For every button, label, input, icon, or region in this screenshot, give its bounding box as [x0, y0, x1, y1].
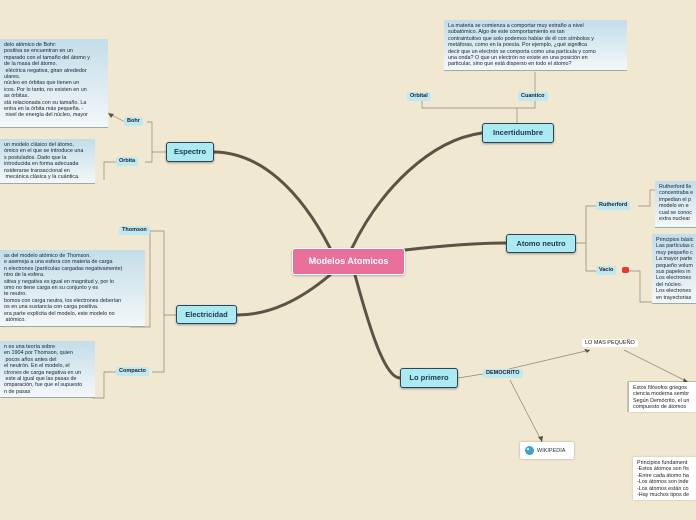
- connector-orbita: [145, 152, 153, 163]
- subtopic-rutherford[interactable]: Rutherford: [596, 201, 631, 210]
- arrowhead-lo-mas-pequeno: [584, 349, 590, 353]
- subtopic-cuantico[interactable]: Cuantico: [518, 92, 548, 101]
- connector-rutherford: [576, 205, 598, 244]
- connector-lo-mas-pequeno: [504, 349, 591, 371]
- subtopic-bohr[interactable]: Bohr: [124, 117, 143, 126]
- connector-thomson: [150, 230, 176, 316]
- subtopic-thomson[interactable]: Thomson: [119, 226, 150, 235]
- note-compacto: n es una teoría sobre en 1904 por Thomso…: [0, 341, 95, 398]
- label-lo-mas-pequeno[interactable]: LO MAS PEQUEÑO: [582, 339, 638, 347]
- connector-wikipedia: [509, 379, 543, 443]
- connector-rutherford-note: [638, 189, 656, 207]
- note-bohr: delo atómico de Bohr: positiva se encuen…: [0, 39, 108, 128]
- flag-icon: [622, 267, 629, 273]
- arrowhead-filosofos: [683, 378, 688, 383]
- connector-vacio-note: [628, 270, 652, 303]
- branch-electricidad[interactable]: Electricidad: [176, 305, 237, 324]
- wikipedia-globe-icon: [525, 446, 534, 455]
- branch-lo-primero[interactable]: Lo primero: [400, 368, 458, 388]
- branch-incertidumbre[interactable]: Incertidumbre: [482, 123, 554, 143]
- note-vacio: Principios básic Las partículas c muy pe…: [652, 234, 696, 304]
- arrowhead-wikipedia: [538, 436, 543, 442]
- connector-orbital: [421, 101, 518, 123]
- connector-compacto-note: [92, 371, 118, 399]
- wikipedia-label: WIKIPEDIA: [537, 447, 566, 454]
- branch-espectro[interactable]: Espectro: [166, 142, 214, 162]
- note-filosofos: Estos filósofos griegos ciencia moderna …: [629, 382, 696, 412]
- branch-atomo-neutro[interactable]: Atomo neutro: [506, 234, 576, 253]
- connector-orbita-note: [103, 161, 116, 180]
- connector-incertidumbre: [350, 131, 484, 250]
- subtopic-compacto[interactable]: Compacto: [116, 367, 149, 376]
- note-orbita: un modelo clásico del átomo, ómico en el…: [0, 139, 95, 184]
- note-cuantico: La materia se comienza a comportar muy e…: [444, 20, 627, 71]
- subtopic-democrito[interactable]: DEMOCRITO: [483, 369, 523, 378]
- connector-bohr: [147, 121, 166, 153]
- arrowhead-bohr: [108, 113, 114, 118]
- connector-electricidad: [235, 273, 332, 317]
- connector-atomo-neutro: [403, 241, 508, 252]
- subtopic-vacio[interactable]: Vacio: [596, 266, 617, 275]
- connector-vacio: [585, 243, 598, 272]
- connector-espectro: [211, 150, 332, 250]
- note-thomson: as del modelo atómico de Thomson. e asem…: [0, 250, 145, 327]
- note-principios: Principios fundament -Estos átomos son f…: [633, 457, 696, 500]
- connector-democrito: [457, 373, 484, 379]
- connector-lo-primero: [353, 273, 402, 380]
- wikipedia-link[interactable]: WIKIPEDIA: [520, 442, 574, 459]
- connector-filosofos: [623, 349, 689, 383]
- subtopic-orbital[interactable]: Orbital: [407, 92, 431, 101]
- connector-compacto: [152, 315, 165, 373]
- subtopic-orbita[interactable]: Orbita: [116, 157, 139, 166]
- note-rutherford: Rutherford lle concentraba e impedian el…: [655, 181, 696, 228]
- connector-cuantico: [517, 101, 536, 109]
- central-topic[interactable]: Modelos Atomicos: [292, 248, 405, 275]
